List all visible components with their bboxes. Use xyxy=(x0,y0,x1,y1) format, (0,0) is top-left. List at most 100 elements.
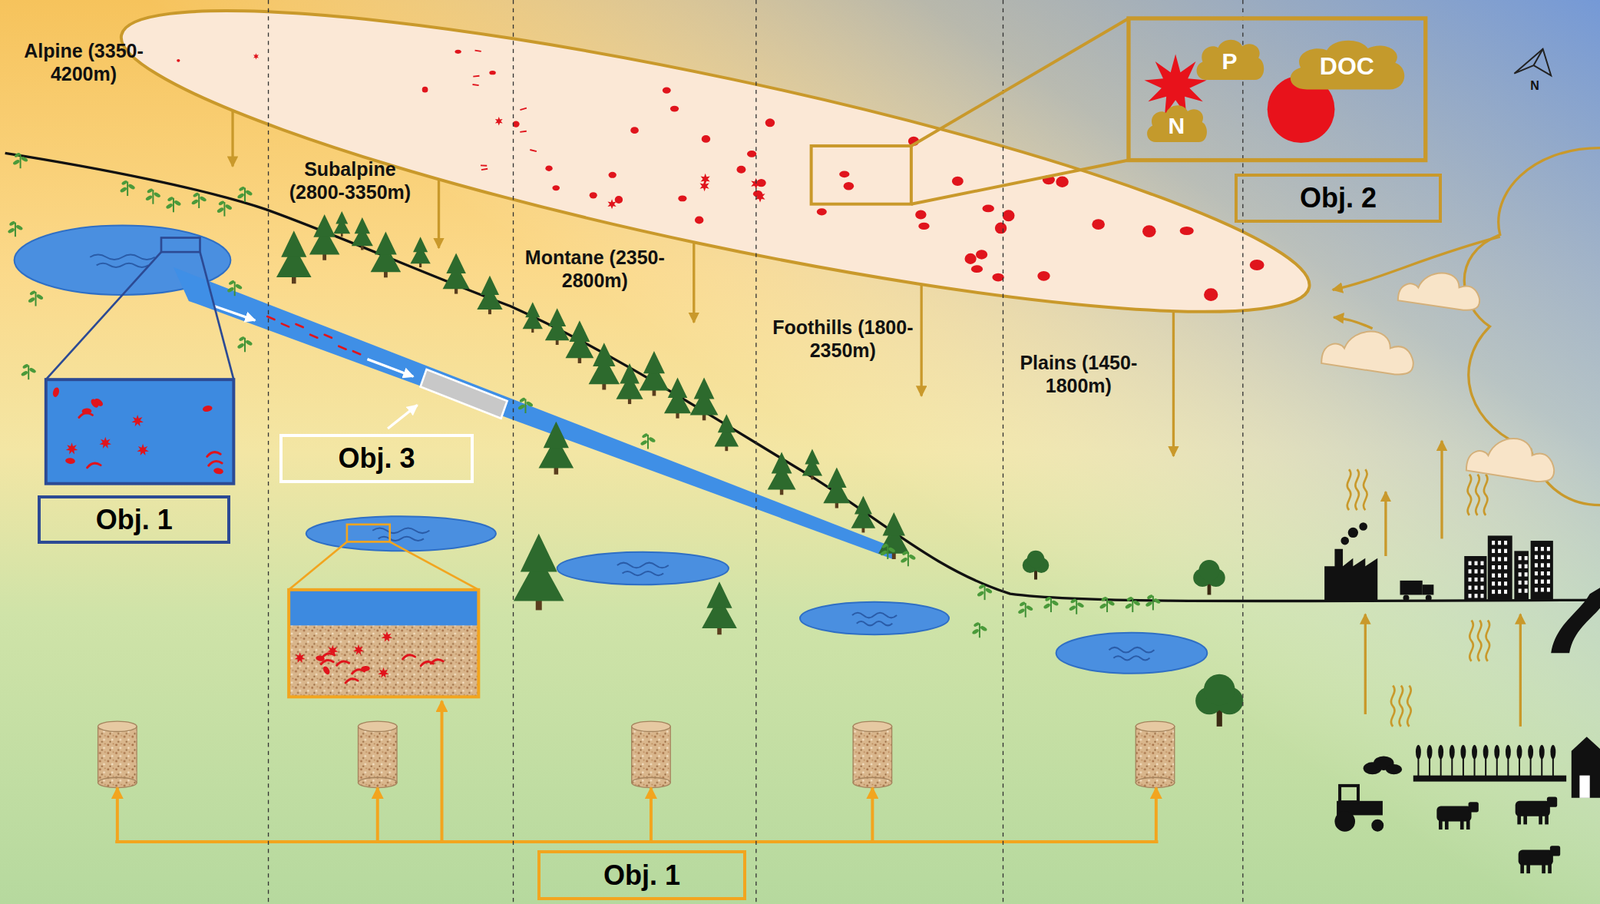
microplastic-fragment xyxy=(353,644,364,655)
cow xyxy=(1550,845,1561,856)
lake-wave xyxy=(856,621,893,625)
particle xyxy=(176,59,180,63)
lake-wave xyxy=(89,254,156,260)
farm xyxy=(1334,736,1600,832)
particle xyxy=(700,173,711,185)
sediment-core xyxy=(98,720,138,731)
industry xyxy=(1464,555,1487,600)
particle xyxy=(475,50,482,52)
microplastic-fragment xyxy=(377,667,389,678)
zone-divider xyxy=(512,0,514,904)
plant-sprig xyxy=(641,432,648,439)
plant-sprig xyxy=(979,624,988,632)
emission-flow xyxy=(1464,148,1600,506)
farm xyxy=(1571,736,1600,798)
objective-box: Obj. 1 xyxy=(37,495,231,545)
sampling-arrow xyxy=(649,787,653,842)
plant-sprig xyxy=(1075,599,1078,615)
particle xyxy=(975,249,988,259)
zone-divider xyxy=(1242,0,1243,904)
microplastic-fragment xyxy=(136,443,149,456)
industry xyxy=(1340,536,1349,546)
conifer-tree xyxy=(276,211,910,635)
plant-sprig xyxy=(20,155,29,163)
crop xyxy=(1483,744,1489,760)
plant-sprig xyxy=(22,363,30,370)
emission-flow xyxy=(1332,148,1600,727)
plant-sprig xyxy=(976,590,985,598)
emission-flow xyxy=(1384,491,1387,556)
plant-sprig xyxy=(165,202,173,210)
microplastic-particle xyxy=(360,665,371,672)
plant-sprig xyxy=(887,546,896,554)
objective-box: Obj. 2 xyxy=(1234,173,1442,223)
microplastic-fragment xyxy=(131,414,144,427)
conifer-tree xyxy=(861,527,865,533)
plant-sprig xyxy=(29,289,37,296)
plant-sprig xyxy=(1131,597,1134,612)
plant-sprig xyxy=(236,342,245,350)
farm xyxy=(1385,763,1402,774)
plant-sprig xyxy=(1017,607,1025,615)
window xyxy=(1504,548,1508,553)
particle xyxy=(839,170,850,178)
window xyxy=(1534,546,1538,551)
plant-sprig xyxy=(1144,600,1153,608)
window xyxy=(1468,540,1551,598)
sample-window xyxy=(420,369,508,419)
cow xyxy=(1547,862,1552,873)
zone-label: Montane (2350-2800m) xyxy=(522,245,668,292)
particle xyxy=(991,273,1004,282)
crop xyxy=(1415,744,1556,778)
crop xyxy=(1471,744,1478,760)
plant-sprig xyxy=(1025,604,1034,612)
particle xyxy=(982,204,995,212)
particle xyxy=(747,150,757,158)
plant-sprig xyxy=(236,192,245,200)
lake xyxy=(800,601,949,635)
plant-sprig xyxy=(519,396,526,404)
conifer-tree xyxy=(652,389,657,396)
conifer-tree xyxy=(488,308,492,315)
plant-sprig xyxy=(238,335,245,342)
plant-sprig xyxy=(8,220,16,227)
industry xyxy=(1514,550,1529,600)
microplastic-fiber xyxy=(208,460,223,466)
conifer-tree xyxy=(383,271,388,278)
plant-sprig xyxy=(238,185,245,192)
lake-wave xyxy=(617,562,669,569)
window xyxy=(1491,556,1495,561)
plant-sprig xyxy=(27,365,30,381)
window xyxy=(1540,555,1544,559)
particle xyxy=(701,135,711,143)
window xyxy=(1524,555,1528,560)
plant-sprig xyxy=(524,398,526,414)
plant-sprig xyxy=(1126,595,1134,602)
particle xyxy=(324,334,332,338)
particle xyxy=(253,52,259,60)
particle xyxy=(753,190,763,198)
particle xyxy=(915,210,926,220)
industry xyxy=(1402,594,1409,601)
industry xyxy=(1487,535,1513,600)
zone-label: Subalpine (2800-3350m) xyxy=(277,157,424,204)
conifer-tree xyxy=(780,488,784,495)
conifer-tree xyxy=(446,252,467,274)
cow xyxy=(1544,813,1549,824)
zone-divider xyxy=(1002,0,1004,904)
farm xyxy=(1371,819,1384,832)
plant-sprig xyxy=(978,623,981,639)
objective-box: Obj. 3 xyxy=(279,433,474,483)
plant-sprig xyxy=(881,542,889,549)
plant-sprig xyxy=(145,194,153,202)
crop xyxy=(1539,744,1545,760)
plant-sprig xyxy=(1106,597,1108,612)
nutrient-cloud: P xyxy=(1193,36,1267,83)
plant-sprig xyxy=(647,436,656,443)
lake-wave xyxy=(89,254,1154,660)
cow xyxy=(1517,813,1521,824)
window xyxy=(1497,556,1501,561)
plant-sprig xyxy=(1050,597,1052,612)
plant-sprig xyxy=(1018,601,1026,608)
